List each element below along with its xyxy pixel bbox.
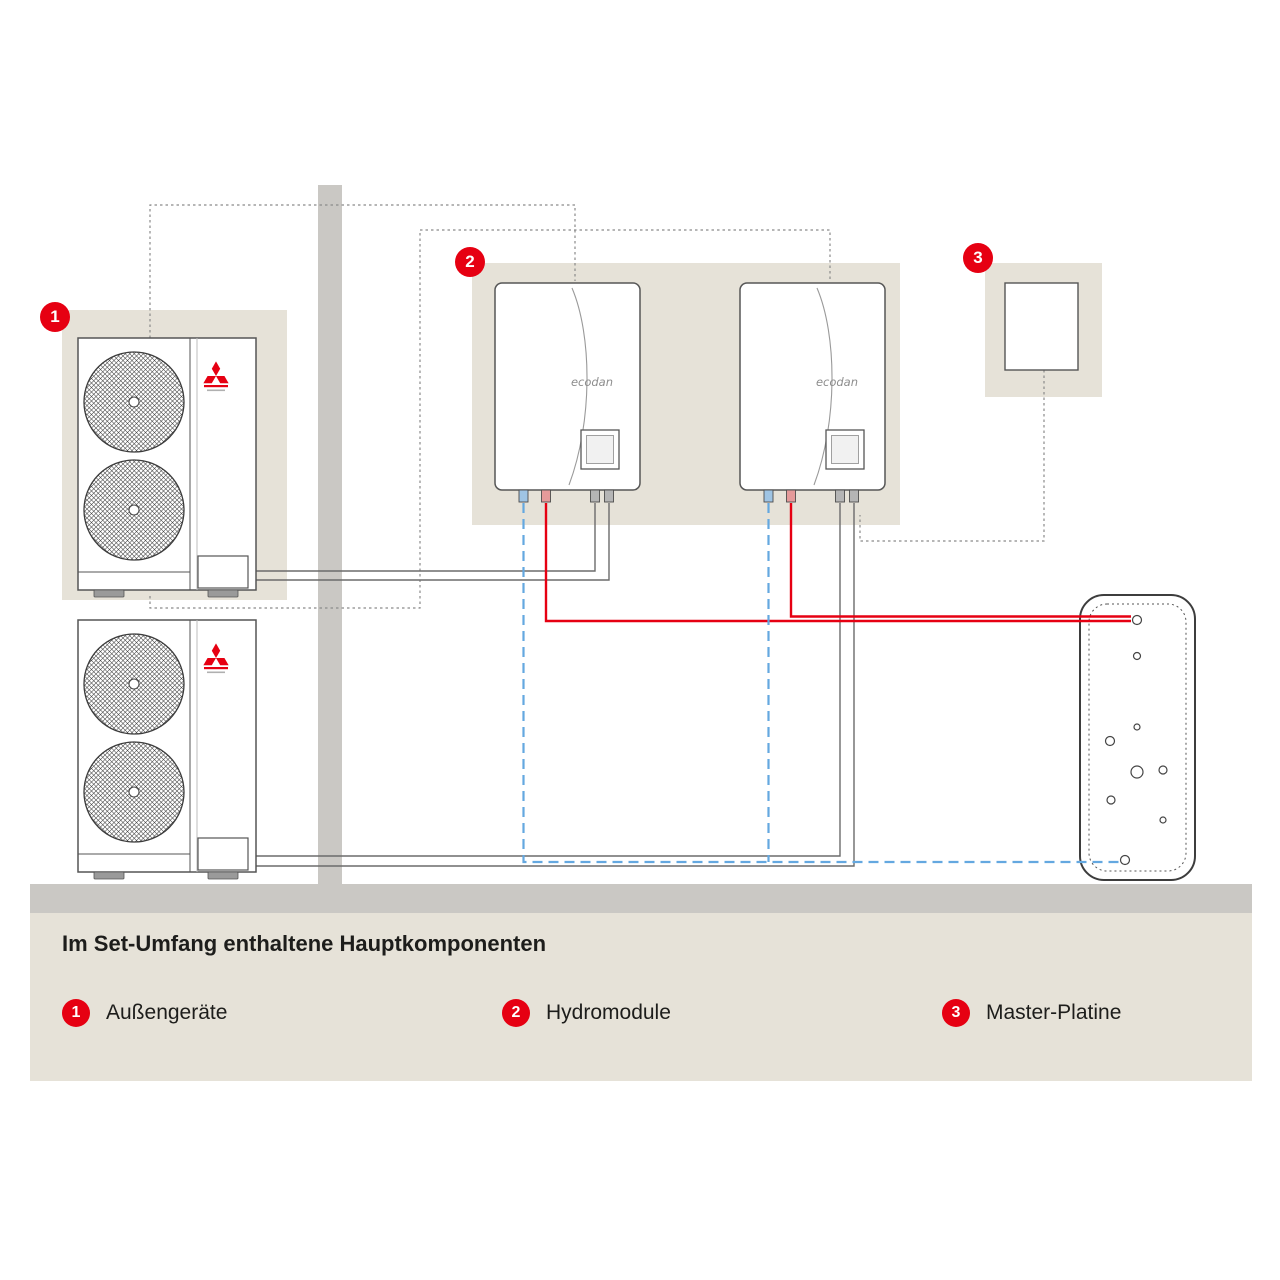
control-cable-dotted-lines — [149, 204, 1045, 609]
tank-return-port — [1119, 854, 1131, 866]
hydromodule-2: ecodan — [739, 282, 886, 503]
diagram-marker-2: 2 — [455, 247, 485, 277]
return-connector — [518, 489, 529, 503]
diagram-marker-1: 1 — [40, 302, 70, 332]
hydromodule-1: ecodan — [494, 282, 641, 503]
wall — [318, 185, 342, 884]
refrigerant-connector — [590, 489, 600, 503]
legend-number-badge: 2 — [502, 999, 530, 1027]
marker-number: 1 — [50, 307, 60, 326]
outdoor-unit-2 — [78, 620, 256, 879]
legend-item-label: Außengeräte — [106, 1001, 228, 1024]
marker-number: 2 — [465, 252, 475, 271]
legend-number-badge: 3 — [942, 999, 970, 1027]
ecodan-label: ecodan — [571, 375, 613, 389]
legend-number: 3 — [951, 1004, 961, 1021]
legend-number-badge: 1 — [62, 999, 90, 1027]
legend-number: 1 — [71, 1004, 81, 1021]
legend-panel: Im Set-Umfang enthaltene Hauptkomponente… — [30, 913, 1252, 1081]
flow-line-red — [544, 503, 1131, 623]
return-line-blue — [522, 503, 1120, 864]
floor — [30, 884, 1252, 913]
legend-number: 2 — [511, 1004, 521, 1021]
master-platine-box — [1004, 282, 1079, 371]
legend-item-aussengeraete: 1 Außengeräte — [62, 999, 227, 1027]
ecodan-label: ecodan — [816, 375, 858, 389]
return-connector — [763, 489, 774, 503]
flow-connector — [786, 489, 796, 503]
outdoor-unit-1 — [78, 338, 256, 597]
flow-connector — [541, 489, 551, 503]
buffer-tank — [1079, 594, 1196, 881]
refrigerant-connector — [849, 489, 859, 503]
marker-number: 3 — [973, 248, 983, 267]
legend-item-master-platine: 3 Master-Platine — [942, 999, 1121, 1027]
legend-heading: Im Set-Umfang enthaltene Hauptkomponente… — [62, 931, 547, 956]
legend-item-label: Master-Platine — [986, 1001, 1122, 1024]
diagram-marker-3: 3 — [963, 243, 993, 273]
refrigerant-connector — [604, 489, 614, 503]
tank-flow-port — [1131, 614, 1143, 626]
legend-item-label: Hydromodule — [546, 1001, 671, 1024]
legend-item-hydromodule: 2 Hydromodule — [502, 999, 671, 1027]
refrigerant-connector — [835, 489, 845, 503]
